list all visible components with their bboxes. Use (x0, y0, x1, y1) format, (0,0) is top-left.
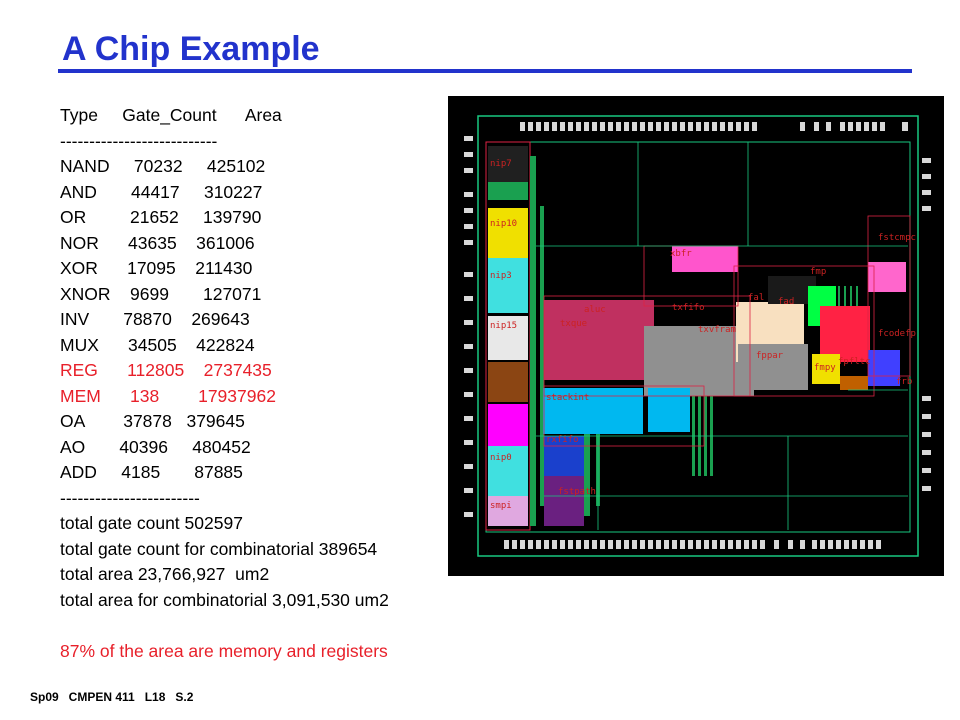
conclusion-line: 87% of the area are memory and registers (60, 640, 388, 661)
label-fmp: fmp (810, 267, 826, 277)
table-row: OA 37878 379645 (60, 411, 245, 431)
chip-floorplan: nip7 nip10 nip3 nip15 nip0 smpi xbfr txf… (448, 96, 944, 576)
label-rxfifo: rxfifo (546, 435, 579, 445)
table-row: XNOR 9699 127071 (60, 283, 262, 304)
table-row-highlight: MEM 138 17937962 (60, 385, 276, 406)
label-smpi: smpi (490, 501, 512, 511)
summary-line: total gate count for combinatorial 38965… (60, 538, 378, 559)
table-header: Type Gate_Count Area (60, 105, 282, 125)
blank-line (60, 613, 480, 639)
label-txvfram: txvfram (698, 325, 736, 335)
slide-footer: Sp09 CMPEN 411 L18 S.2 (30, 690, 194, 704)
title-underline (58, 69, 912, 73)
label-nip7: nip7 (490, 159, 512, 169)
label-xbfr: xbfr (670, 249, 692, 259)
label-nip15: nip15 (490, 321, 517, 331)
summary-line: total area for combinatorial 3,091,530 u… (60, 589, 389, 610)
left-io-pads (464, 136, 473, 517)
label-aluc: aluc (584, 305, 606, 315)
table-row: OR 21652 139790 (60, 207, 262, 227)
table-separator: --------------------------- (60, 130, 218, 151)
table-row: ADD 4185 87885 (60, 462, 243, 482)
table-row: AND 44417 310227 (60, 181, 263, 202)
label-fpfltc: fpfltc (838, 357, 871, 367)
bottom-io-pads (504, 540, 881, 549)
label-nip10: nip10 (490, 219, 517, 229)
summary-line: total gate count 502597 (60, 513, 243, 533)
label-fppar: fppar (756, 351, 784, 361)
top-io-pads (520, 122, 908, 131)
table-row: MUX 34505 422824 (60, 334, 255, 355)
table-row: NAND 70232 425102 (60, 156, 266, 176)
label-fstcmpc: fstcmpc (878, 233, 916, 243)
label-fad: fad (778, 297, 794, 307)
table-separator: ------------------------ (60, 487, 200, 508)
table-row: INV 78870 269643 (60, 309, 250, 329)
gate-count-table: Type Gate_Count Area -------------------… (60, 103, 480, 664)
right-io-pads (922, 158, 931, 491)
table-row: AO 40396 480452 (60, 436, 251, 457)
label-fal: fal (748, 293, 764, 303)
label-stackint: stackint (546, 393, 589, 403)
summary-line: total area 23,766,927 um2 (60, 564, 270, 584)
label-frb: frb (896, 377, 912, 387)
table-row: NOR 43635 361006 (60, 232, 255, 253)
slide-title: A Chip Example (62, 30, 320, 68)
label-fcodefp: fcodefp (878, 329, 916, 339)
label-nip0: nip0 (490, 453, 512, 463)
label-fmpy: fmpy (814, 363, 836, 373)
table-row-highlight: REG 112805 2737435 (60, 360, 272, 380)
label-fstpath: fstpath (558, 487, 596, 497)
label-txque: txque (560, 319, 587, 329)
label-txfifo: txfifo (672, 303, 705, 313)
table-row: XOR 17095 211430 (60, 258, 253, 278)
label-nip3: nip3 (490, 271, 512, 281)
chip-layout-image: nip7 nip10 nip3 nip15 nip0 smpi xbfr txf… (448, 96, 944, 576)
